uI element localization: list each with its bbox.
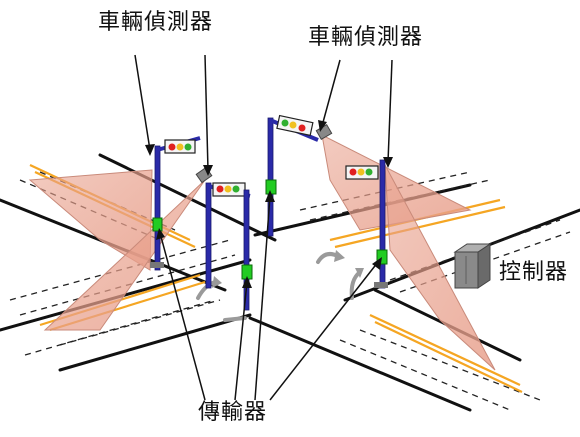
- orange-lane-line: [334, 205, 506, 249]
- pole-mast: [243, 189, 250, 311]
- signal-light-yellow: [224, 185, 232, 193]
- label-vehicle-detector-left: 車輛偵測器: [98, 10, 214, 35]
- pole-mast: [379, 159, 386, 289]
- traffic-signal-icon: [212, 182, 246, 197]
- signal-light-green: [365, 168, 373, 176]
- leader-arrowhead: [242, 276, 252, 288]
- signal-pole-left: [150, 136, 201, 271]
- leader-arrowhead: [203, 165, 213, 176]
- turn-arrowhead: [334, 250, 345, 262]
- label-controller: 控制器: [499, 260, 569, 285]
- signal-light-green: [184, 143, 192, 151]
- leader-line: [134, 54, 151, 151]
- leader-line: [387, 59, 393, 163]
- leader-arrowhead: [156, 228, 165, 240]
- lane-dash: [59, 299, 221, 346]
- road-edge-bottom-right: [248, 316, 472, 412]
- turn-arrows: [196, 252, 362, 322]
- pole-mast: [267, 117, 274, 237]
- camera-detector-icon: [315, 123, 333, 141]
- controller-cabinet-icon: [453, 243, 492, 289]
- signal-light-red: [298, 124, 306, 132]
- signal-pole-center-right: [265, 114, 333, 237]
- pole-base: [150, 262, 164, 268]
- leader-arrowhead: [265, 190, 275, 202]
- detector-beams: [28, 134, 496, 371]
- leader-arrowheads: [145, 120, 393, 288]
- traffic-signal-icon: [164, 139, 196, 154]
- leader-lines: [134, 54, 393, 401]
- lane-dash: [339, 339, 511, 411]
- pole-mast: [154, 145, 161, 271]
- road-edge-bottom-left-2: [58, 313, 252, 372]
- transmitter-box-icon: [152, 217, 163, 232]
- label-vehicle-detector-right: 車輛偵測器: [308, 25, 424, 50]
- signal-light-green: [281, 119, 289, 127]
- traffic-signal-icon: [345, 165, 379, 180]
- pole-base: [374, 282, 388, 288]
- signal-light-red: [349, 168, 357, 176]
- signal-pole-center: [241, 189, 253, 311]
- signal-light-yellow: [289, 121, 297, 129]
- turn-arrowheads: [212, 250, 364, 288]
- lane-dash: [299, 171, 471, 211]
- orange-lane-line: [374, 321, 523, 393]
- detector-beam: [43, 179, 206, 331]
- signal-light-yellow: [357, 168, 365, 176]
- signal-light-red: [168, 143, 176, 151]
- leader-arrowhead: [145, 144, 155, 156]
- turn-arrowhead: [212, 276, 222, 288]
- signal-light-green: [232, 185, 240, 193]
- leader-line: [321, 59, 341, 127]
- transmitter-box-icon: [265, 179, 277, 195]
- pole-mast: [205, 182, 212, 289]
- leader-line: [204, 54, 209, 171]
- traffic-signal-icon: [276, 114, 314, 137]
- leader-line: [159, 232, 206, 401]
- leader-line: [269, 261, 379, 401]
- signal-light-yellow: [176, 143, 184, 151]
- detector-beam: [321, 134, 472, 231]
- signal-light-red: [216, 185, 224, 193]
- cabinet-top: [453, 243, 492, 253]
- detector-beam: [384, 164, 496, 371]
- lane-dash: [359, 329, 541, 401]
- turn-arrowhead: [355, 268, 364, 278]
- label-transmitter: 傳輸器: [198, 400, 268, 425]
- leader-arrowhead: [372, 257, 382, 270]
- signal-pole-center-left: [195, 166, 251, 289]
- orange-lane-line: [369, 314, 521, 386]
- leader-arrowhead: [318, 120, 327, 132]
- leader-line: [254, 195, 271, 401]
- turn-arrow-icon: [223, 316, 247, 322]
- leader-arrowhead: [383, 157, 393, 168]
- cabinet-front: [454, 251, 479, 289]
- leader-line: [234, 281, 248, 401]
